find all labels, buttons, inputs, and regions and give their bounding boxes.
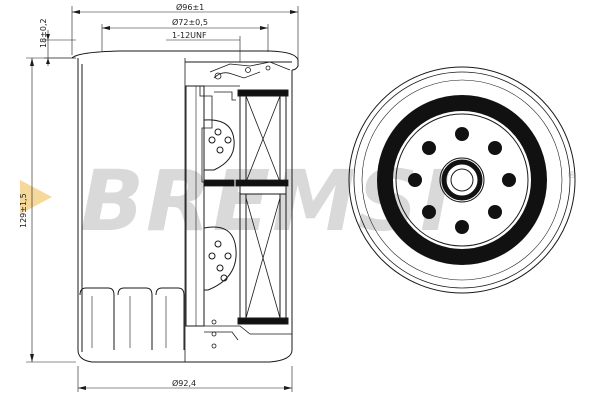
- oil-hole: [408, 173, 422, 187]
- outer-rim: [348, 66, 576, 294]
- dim-seal-diameter: Ø72±0,5: [172, 17, 208, 27]
- dim-body-diameter: Ø92,4: [172, 378, 196, 388]
- oil-hole: [422, 205, 436, 219]
- gasket-ring: [377, 95, 547, 265]
- oil-hole: [502, 173, 516, 187]
- valve-blobs: [203, 119, 237, 291]
- oil-hole: [488, 141, 502, 155]
- filter-element-cross: [245, 95, 281, 319]
- watermark: BREMSI ®: [20, 152, 577, 250]
- dim-outer-diameter: Ø96±1: [176, 2, 204, 12]
- oil-hole: [488, 205, 502, 219]
- top-cap: [71, 50, 299, 71]
- oil-hole: [455, 220, 469, 234]
- bypass-valve: [188, 61, 291, 187]
- oil-holes: [408, 127, 516, 234]
- dimension-lines: [26, 6, 299, 392]
- dimension-arrowheads: [30, 10, 298, 390]
- side-view: [26, 6, 299, 392]
- oil-hole: [422, 141, 436, 155]
- bottom-ribs: [79, 287, 185, 350]
- watermark-trademark: ®: [567, 170, 577, 181]
- dim-total-height: 129±1,5: [19, 193, 28, 228]
- watermark-arrow-icon: [20, 180, 52, 214]
- dim-seal-height: 18±0,2: [39, 18, 48, 48]
- oil-hole: [455, 127, 469, 141]
- center-thread: [439, 157, 485, 203]
- bottom-seal: [204, 319, 292, 349]
- dim-thread: 1-12UNF: [172, 31, 207, 40]
- top-view: [348, 66, 576, 294]
- filter-body-outline: [77, 58, 293, 363]
